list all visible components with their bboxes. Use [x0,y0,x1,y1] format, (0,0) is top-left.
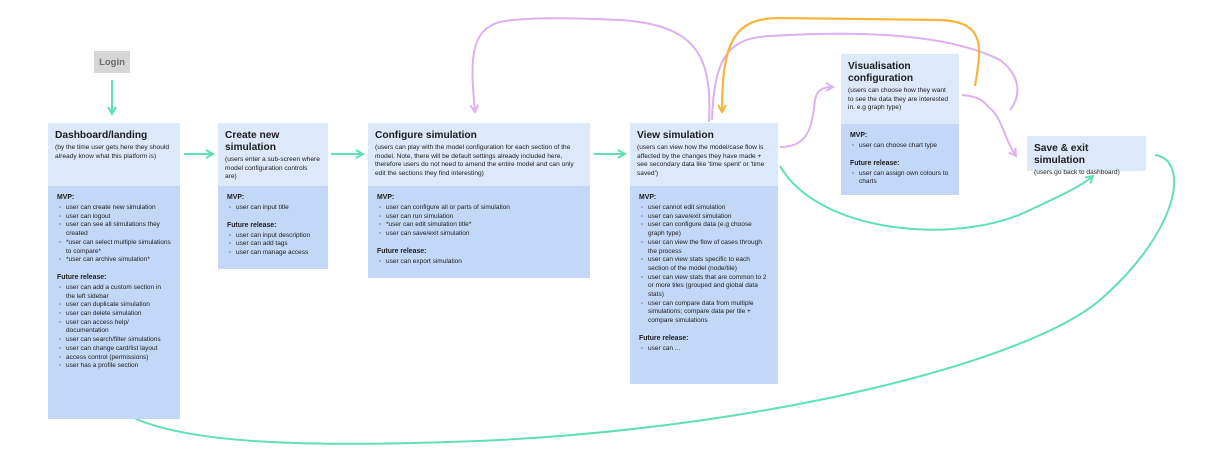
visual-card: Visualisation configuration (users can c… [841,54,959,195]
arrow-view-to-configure [473,17,711,123]
view-card: View simulation (users can view how the … [630,123,778,384]
dashboard-card: Dashboard/landing (by the time user gets… [48,123,180,419]
view-title: View simulation [637,130,714,141]
dashboard-title: Dashboard/landing [55,130,148,141]
save-card-header: Save & exit simulation (users go back to… [1027,136,1146,176]
list-item: user can access help/ documentation [59,319,171,336]
list-item: user can search/filter simulations [59,336,171,345]
dashboard-mvp-label: MVP: [57,194,75,201]
arrow-view-to-visual [779,87,833,148]
list-item: user can view stats specific to each sec… [641,256,769,273]
configure-title: Configure simulation [375,130,477,141]
list-item: user can run simulation [379,213,581,222]
configure-subtitle: (users can play with the model configura… [375,144,574,177]
list-item: user can save/exit simulation [641,213,769,222]
create-card: Create new simulation (users enter a sub… [218,123,328,269]
list-item: user can delete simulation [59,310,171,319]
visual-mvp-list: user can choose chart type [850,142,950,151]
dashboard-future-label: Future release: [57,273,107,281]
create-card-header: Create new simulation (users enter a sub… [218,123,328,186]
list-item: *user can select multiple simulations to… [59,239,171,256]
list-item: user can view stats that are common to 2… [641,274,769,300]
arrow-visual-to-save [961,94,1016,156]
list-item: user can add a custom section in the lef… [59,284,171,301]
view-mvp-label: MVP: [639,194,657,201]
list-item: user cannot edit simulation [641,204,769,213]
visual-card-body: MVP: user can choose chart type Future r… [841,124,959,195]
dashboard-mvp-list: user can create new simulation user can … [57,204,171,265]
list-item: access control (permissions) [59,354,171,363]
visual-title: Visualisation configuration [848,61,914,84]
view-card-body: MVP: user cannot edit simulation user ca… [630,186,778,384]
configure-card: Configure simulation (users can play wit… [368,123,590,278]
configure-card-header: Configure simulation (users can play wit… [368,123,590,186]
visual-subtitle: (users can choose how they want to see t… [848,87,949,112]
arrow-visual-to-view [722,16,981,112]
create-future-list: user can input description user can add … [227,232,319,258]
list-item: user can input description [229,232,319,241]
list-item: user can configure data (e.g choose grap… [641,221,769,238]
list-item: user can manage access [229,249,319,258]
list-item: user can duplicate simulation [59,301,171,310]
list-item: *user can edit simulation title* [379,221,581,230]
configure-mvp-list: user can configure all or parts of simul… [377,204,581,239]
list-item: user can add tags [229,240,319,249]
view-subtitle: (users can view how the model/case flow … [637,144,765,177]
list-item: *user can archive simulation* [59,256,171,265]
create-card-body: MVP: user can input title Future release… [218,186,328,269]
configure-card-body: MVP: user can configure all or parts of … [368,186,590,278]
create-future-label: Future release: [227,221,277,229]
create-mvp-label: MVP: [227,194,245,201]
create-subtitle: (users enter a sub-screen where model co… [225,156,320,181]
view-future-list: user can ... [639,345,769,354]
create-mvp-list: user can input title [227,204,319,213]
save-card: Save & exit simulation (users go back to… [1027,136,1146,176]
visual-future-list: user can assign own colours to charts [850,170,950,187]
view-card-header: View simulation (users can view how the … [630,123,778,186]
configure-future-label: Future release: [377,247,427,255]
list-item: user can change card/list layout [59,345,171,354]
save-subtitle: (users go back to dashboard) [1034,169,1120,176]
list-item: user can logout [59,213,171,222]
save-title: Save & exit simulation [1034,143,1089,166]
list-item: user can choose chart type [852,142,950,151]
arrow-save-to-dashboard [131,154,1176,445]
dashboard-card-header: Dashboard/landing (by the time user gets… [48,123,180,186]
login-box[interactable]: Login [94,51,130,73]
configure-future-list: user can export simulation [377,258,581,267]
visual-card-header: Visualisation configuration (users can c… [841,54,959,124]
configure-mvp-label: MVP: [377,194,395,201]
list-item: user can save/exit simulation [379,230,581,239]
list-item: user can export simulation [379,258,581,267]
dashboard-future-list: user can add a custom section in the lef… [57,284,171,371]
dashboard-card-body: MVP: user can create new simulation user… [48,186,180,419]
create-title: Create new simulation [225,130,280,153]
view-future-label: Future release: [639,334,689,342]
list-item: user can view the flow of cases through … [641,239,769,256]
list-item: user has a profile section [59,362,171,371]
visual-mvp-label: MVP: [850,132,868,139]
dashboard-subtitle: (by the time user gets here they should … [55,144,169,160]
list-item: user can create new simulation [59,204,171,213]
list-item: user can see all simulations they create… [59,221,171,238]
view-mvp-list: user cannot edit simulation user can sav… [639,204,769,326]
arrow-view-to-save [779,165,1093,231]
list-item: user can configure all or parts of simul… [379,204,581,213]
list-item: user can input title [229,204,319,213]
list-item: user can ... [641,345,769,354]
list-item: user can assign own colours to charts [852,170,950,187]
list-item: user can compare data from multiple simu… [641,300,769,326]
visual-future-label: Future release: [850,159,900,167]
